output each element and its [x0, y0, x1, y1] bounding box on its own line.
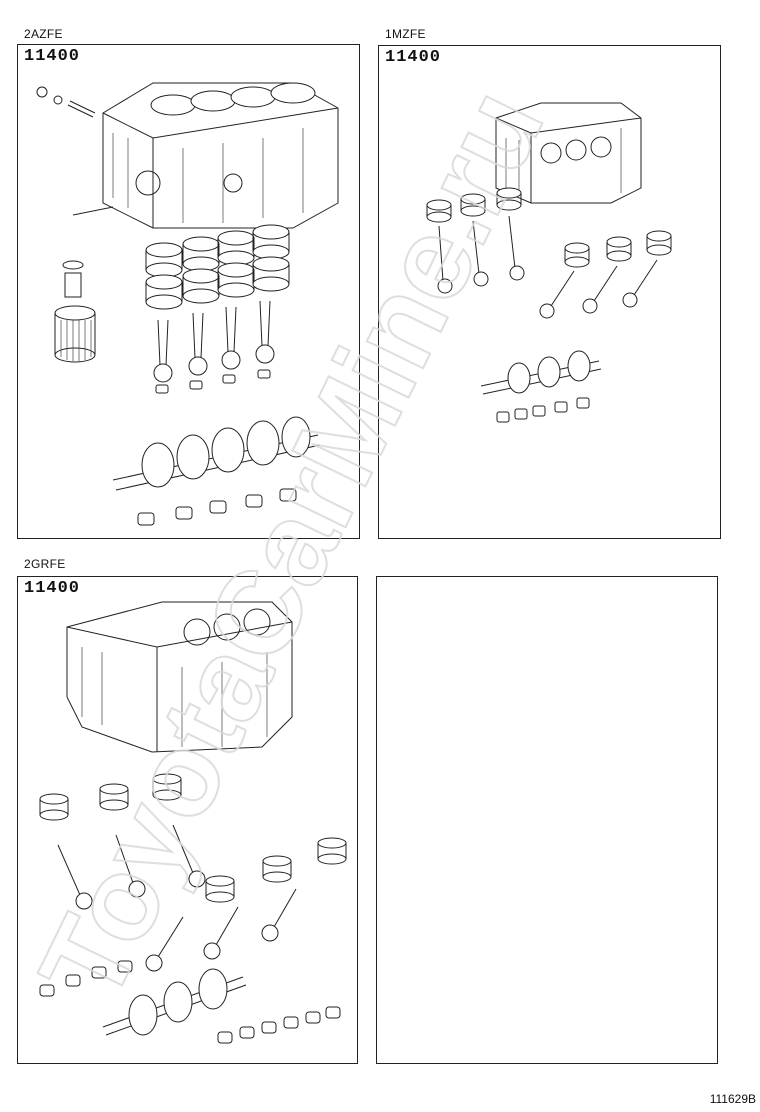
- piston-set-drawing: [426, 187, 672, 268]
- engine-block-illustration-2azfe: [36, 82, 339, 526]
- cylinder-block-drawing: [495, 102, 642, 204]
- panel-empty: [376, 576, 718, 1064]
- reference-code: 111629B: [709, 1092, 756, 1106]
- main-bearings-drawing: [496, 397, 590, 423]
- panel-2grfe[interactable]: 11400: [17, 576, 358, 1064]
- cylinder-block-drawing: [102, 82, 339, 229]
- cylinder-block-drawing: [66, 601, 293, 753]
- part-code-1mzfe[interactable]: 11400: [385, 48, 442, 67]
- panel-1mzfe[interactable]: 11400: [378, 45, 721, 539]
- part-code-2azfe[interactable]: 11400: [24, 47, 81, 66]
- connecting-rods-drawing: [57, 824, 297, 972]
- connecting-rods-drawing: [153, 300, 275, 394]
- plug-bolts-drawing: [36, 86, 114, 216]
- piston-set-drawing: [145, 224, 290, 310]
- engine-block-illustration-2grfe: [39, 601, 347, 1044]
- crankshaft-drawing: [112, 416, 321, 491]
- main-bearings-drawing: [39, 960, 341, 1044]
- main-bearings-drawing: [137, 488, 297, 526]
- crankshaft-drawing: [480, 350, 602, 395]
- part-code-2grfe[interactable]: 11400: [24, 579, 81, 598]
- engine-label-2grfe: 2GRFE: [24, 557, 66, 571]
- piston-set-drawing: [39, 773, 347, 903]
- panel-2azfe[interactable]: 11400: [17, 44, 360, 539]
- engine-label-1mzfe: 1MZFE: [385, 27, 426, 41]
- engine-block-illustration-1mzfe: [426, 102, 672, 423]
- connecting-rods-drawing: [437, 215, 658, 319]
- engine-label-2azfe: 2AZFE: [24, 27, 63, 41]
- crankshaft-drawing: [102, 968, 247, 1036]
- oil-filter-drawing: [54, 260, 96, 363]
